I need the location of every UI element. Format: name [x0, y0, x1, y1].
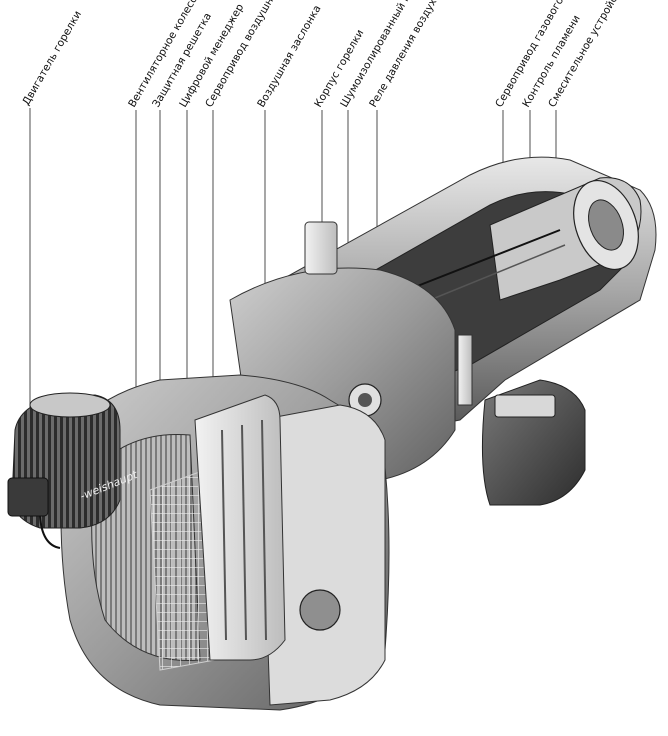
manager-rods [221, 419, 267, 641]
mixing-head-inner [588, 199, 624, 251]
motor-terminal-box [7, 477, 49, 517]
motor-end-cap [29, 392, 111, 418]
switch-knob [358, 393, 372, 407]
noise-insulated-cover [259, 404, 386, 706]
digital-manager [194, 394, 286, 661]
callout-label: Двигатель горелки [20, 9, 84, 108]
gas-valve-rod [457, 334, 473, 406]
burner-illustration: -weishaupt [7, 156, 657, 711]
inspection-port [299, 589, 341, 631]
top-fitting [304, 221, 338, 275]
gas-servo-top [494, 394, 556, 418]
motor-cable [39, 515, 61, 549]
